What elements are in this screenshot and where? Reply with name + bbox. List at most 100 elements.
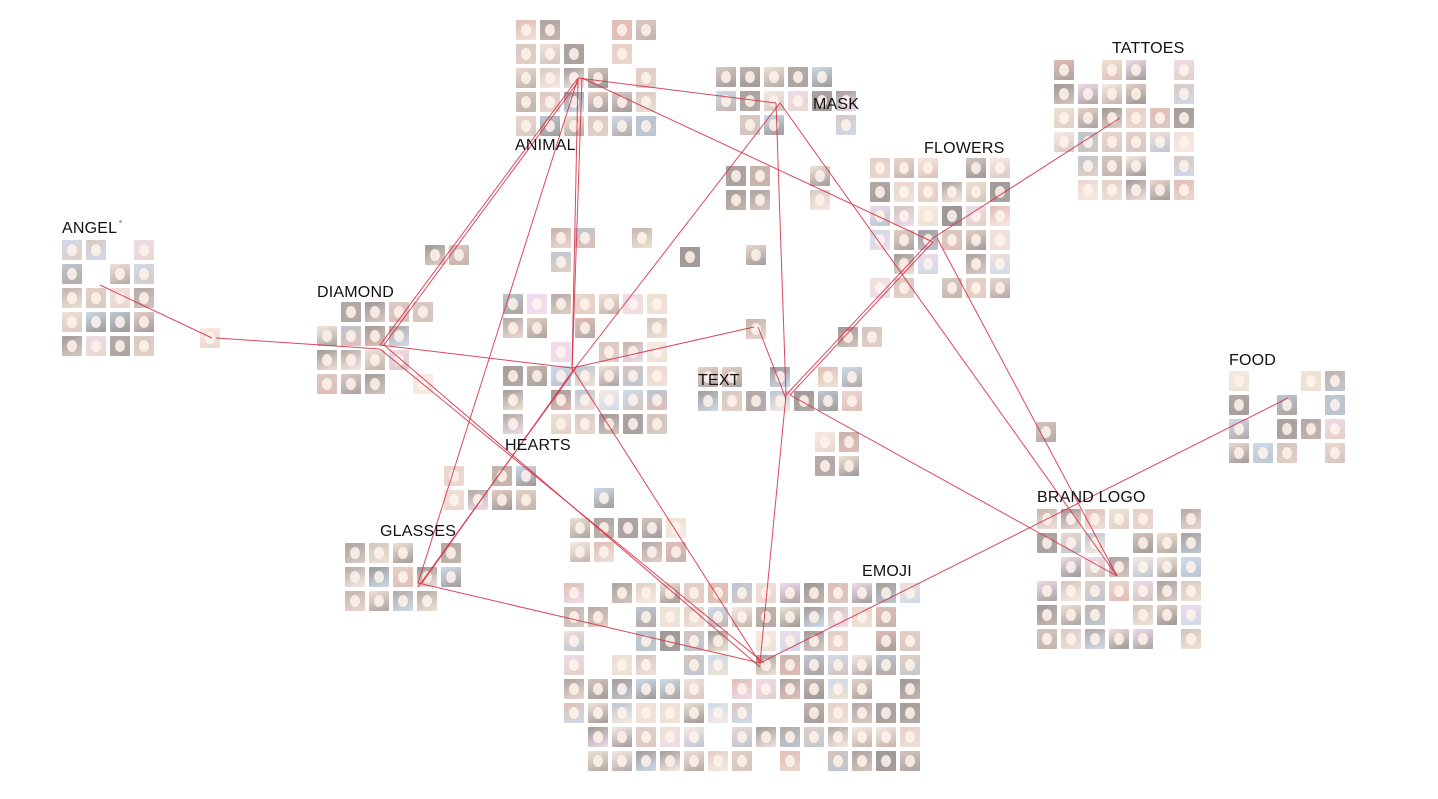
face-shape [569,635,579,647]
thumbnail-animal [516,116,536,136]
thumbnail-emoji [756,631,776,651]
thumbnail-flowers [870,158,890,178]
face-shape [1138,537,1148,549]
face-shape [881,635,891,647]
thumbnail-hearts [623,366,643,386]
thumbnail-angel [134,312,154,332]
thumbnail-emoji [876,631,896,651]
thumbnail-hearts [503,294,523,314]
thumbnail-misc-b [594,542,614,562]
face-shape [91,340,101,352]
thumbnail-tattoes [1078,84,1098,104]
thumbnail-emoji [828,631,848,651]
thumbnail-flowers [918,182,938,202]
face-shape [1042,633,1052,645]
face-shape [971,162,981,174]
face-shape [689,707,699,719]
thumbnail-animal [540,68,560,88]
thumbnail-emoji [636,727,656,747]
cluster-label-flowers: FLOWERS [924,140,1005,157]
thumbnail-brand-logo [1109,557,1129,577]
face-shape [1066,513,1076,525]
thumbnail-emoji [660,751,680,771]
thumbnail-emoji [588,727,608,747]
thumbnail-food [1253,443,1273,463]
thumbnail-misc-c [726,190,746,210]
thumbnail-diamond [341,374,361,394]
face-shape [521,96,531,108]
face-shape [1234,447,1244,459]
face-shape [446,571,456,583]
face-shape [899,186,909,198]
face-shape [809,659,819,671]
thumbnail-misc-f [815,432,835,452]
thumbnail-hearts [551,414,571,434]
face-shape [769,95,779,107]
thumbnail-mask [836,115,856,135]
thumbnail-tattoes [1174,156,1194,176]
face-shape [545,24,555,36]
thumbnail-emoji [876,655,896,675]
face-shape [761,731,771,743]
face-shape [454,249,464,261]
thumbnail-emoji [684,751,704,771]
face-shape [532,370,542,382]
thumbnail-hearts [623,414,643,434]
face-shape [1234,423,1244,435]
thumbnail-tattoes [1102,156,1122,176]
thumbnail-glasses [369,567,389,587]
face-shape [809,587,819,599]
face-shape [1066,585,1076,597]
face-shape [947,210,957,222]
face-shape [1138,609,1148,621]
thumbnail-misc-a [492,466,512,486]
thumbnail-emoji [612,655,632,675]
face-shape [599,492,609,504]
face-shape [905,635,915,647]
thumbnail-brand-logo [1157,605,1177,625]
thumbnail-food [1229,443,1249,463]
face-shape [418,306,428,318]
face-shape [1162,561,1172,573]
thumbnail-brand-logo [1133,605,1153,625]
face-shape [497,470,507,482]
thumbnail-flowers [870,206,890,226]
face-shape [556,394,566,406]
thumbnail-emoji [804,679,824,699]
face-shape [1131,64,1141,76]
thumbnail-hearts [551,342,571,362]
face-shape [91,292,101,304]
face-shape [737,707,747,719]
thumbnail-misc-b [594,518,614,538]
thumbnail-emoji [564,583,584,603]
thumbnail-emoji [732,679,752,699]
thumbnail-tattoes [1102,180,1122,200]
thumbnail-misc-b [570,518,590,538]
face-shape [1083,184,1093,196]
thumbnail-single [425,245,445,265]
thumbnail-flowers [870,278,890,298]
thumbnail-emoji [828,655,848,675]
thumbnail-emoji [828,607,848,627]
face-shape [617,659,627,671]
face-shape [1282,447,1292,459]
thumbnail-emoji [852,583,872,603]
face-shape [905,587,915,599]
thumbnail-misc-c [750,190,770,210]
face-shape [1330,423,1340,435]
thumbnail-emoji [588,607,608,627]
face-shape [785,587,795,599]
face-shape [556,298,566,310]
thumbnail-text [842,391,862,411]
thumbnail-tattoes [1174,132,1194,152]
face-shape [593,611,603,623]
face-shape [1306,375,1316,387]
thumbnail-misc-c [726,166,746,186]
thumbnail-emoji [660,631,680,651]
thumbnail-emoji [588,679,608,699]
thumbnail-flowers [990,182,1010,202]
thumbnail-hearts [527,294,547,314]
face-shape [1090,633,1100,645]
thumbnail-mask [716,91,736,111]
